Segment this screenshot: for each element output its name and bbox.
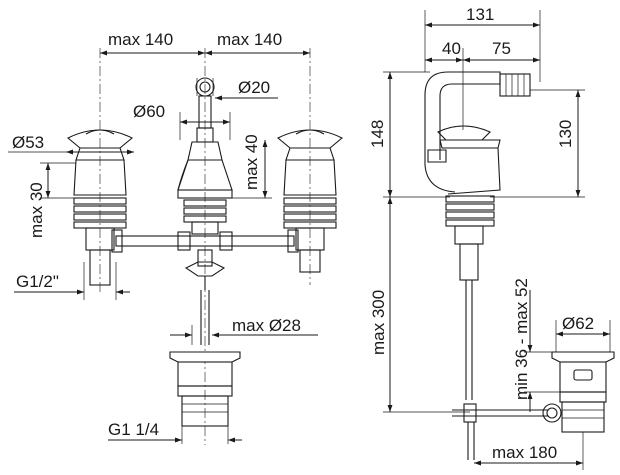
dim-40-label: 40 — [442, 39, 461, 58]
dim-inlet-label: G1/2" — [16, 272, 59, 291]
spout-body — [177, 127, 233, 199]
dim-nozzle-label: Ø20 — [238, 78, 270, 97]
dim-spout-diameter-label: Ø60 — [133, 102, 165, 121]
dim-spacing-right-label: max 140 — [217, 30, 282, 49]
connecting-pipe — [111, 229, 299, 253]
dim-below-deck-label: max 300 — [369, 290, 388, 355]
side-popup-rod — [452, 403, 548, 460]
front-waste — [169, 351, 241, 427]
dim-spout-height-side-label: 130 — [556, 120, 575, 148]
dim-waste-diameter-label: Ø62 — [562, 314, 594, 333]
dim-rod-label: max Ø28 — [232, 316, 301, 335]
dim-waste-label: G1 1/4 — [108, 420, 159, 439]
side-waste — [542, 351, 615, 433]
dim-total-height-label: 148 — [368, 120, 387, 148]
dim-spout-height-label: max 40 — [242, 134, 261, 190]
dim-spacing-left-label: max 140 — [108, 30, 173, 49]
front-view: max 140 max 140 Ø20 Ø60 max 40 — [8, 30, 343, 445]
side-body — [424, 71, 531, 400]
side-view: 131 40 75 148 130 — [368, 5, 615, 470]
dim-rod-length-label: max 180 — [492, 443, 557, 462]
popup-lever — [184, 249, 226, 345]
dim-total-depth-label: 131 — [466, 5, 494, 24]
left-handle — [67, 129, 133, 286]
spout-thread — [183, 199, 227, 235]
dim-handle-diameter-label: Ø53 — [12, 133, 44, 152]
right-handle — [277, 129, 343, 273]
dim-deck-range-label: min 36 - max 52 — [512, 278, 531, 400]
dim-handle-height-label: max 30 — [27, 182, 46, 238]
dim-75-label: 75 — [492, 39, 511, 58]
bidet-nozzle — [195, 77, 215, 129]
